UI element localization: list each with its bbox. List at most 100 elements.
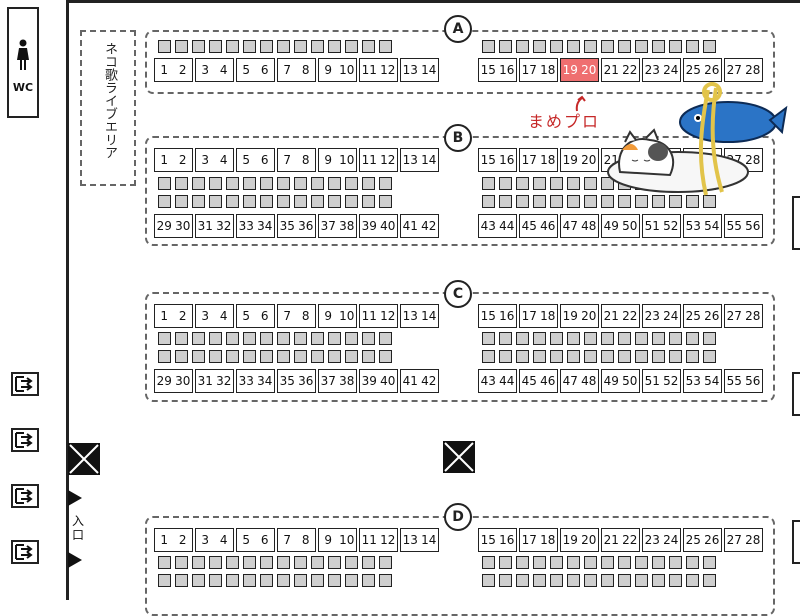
booth-number: 32 [216, 374, 232, 388]
chair [362, 40, 375, 53]
chair [192, 177, 205, 190]
chair [482, 195, 495, 208]
chair [686, 556, 699, 569]
chair [294, 177, 307, 190]
chair [260, 574, 273, 587]
booth-number: 12 [380, 153, 396, 167]
chair [158, 556, 171, 569]
chair [226, 574, 239, 587]
booth-number: 48 [581, 374, 597, 388]
chair [482, 40, 495, 53]
chair [601, 332, 614, 345]
chair [499, 332, 512, 345]
chair [652, 195, 665, 208]
booth-number: 16 [499, 153, 515, 167]
chair [379, 40, 392, 53]
chairs-c-right-2 [482, 350, 720, 363]
chair [294, 40, 307, 53]
chair [328, 40, 341, 53]
chair [158, 195, 171, 208]
chair [294, 332, 307, 345]
booth-number: 27 [726, 533, 742, 547]
chair [209, 195, 222, 208]
booth-number: 6 [260, 153, 269, 167]
pointer-arrow-icon [575, 95, 586, 112]
booth-number: 12 [380, 533, 396, 547]
chair [499, 350, 512, 363]
booth-number: 9 [324, 153, 333, 167]
chairs-d-right-1 [482, 556, 720, 569]
booth-number: 23 [644, 63, 660, 77]
chair [311, 350, 324, 363]
booth-number: 49 [603, 219, 619, 233]
booth-number: 8 [301, 63, 310, 77]
chair [328, 556, 341, 569]
chair [499, 556, 512, 569]
booth-number: 50 [622, 374, 638, 388]
chair [669, 556, 682, 569]
booth-number: 46 [540, 374, 556, 388]
chair [567, 556, 580, 569]
chair [516, 40, 529, 53]
chair [260, 332, 273, 345]
booth-number: 21 [603, 533, 619, 547]
chair [362, 574, 375, 587]
chairs-a-left [158, 40, 396, 53]
chair [601, 350, 614, 363]
chair [362, 350, 375, 363]
booth-number: 28 [745, 533, 761, 547]
chair [550, 177, 563, 190]
chair [686, 350, 699, 363]
chair [175, 350, 188, 363]
booth-number: 24 [663, 63, 679, 77]
booth-number: 22 [622, 309, 638, 323]
arrow-right-icon [68, 490, 82, 506]
booth-number: 5 [242, 153, 251, 167]
exit-sign-icon [11, 428, 39, 452]
booth-number: 12 [380, 309, 396, 323]
chair [192, 195, 205, 208]
booth-number: 14 [421, 309, 437, 323]
booth-number: 3 [201, 309, 210, 323]
booth-number: 29 [156, 374, 172, 388]
booth-number: 19 [561, 59, 580, 81]
right-edge-booth [792, 520, 800, 564]
neko-live-area: ネコ歌ライブエリア [80, 30, 136, 186]
chair [209, 556, 222, 569]
booth-number: 46 [540, 219, 556, 233]
chair [311, 332, 324, 345]
chair [584, 40, 597, 53]
chair [226, 195, 239, 208]
booth-number: 19 [562, 309, 578, 323]
chair [345, 350, 358, 363]
booth-number: 26 [704, 309, 720, 323]
booth-number: 1 [160, 533, 169, 547]
chair [209, 40, 222, 53]
booth-number: 14 [421, 63, 437, 77]
booth-number: 2 [178, 63, 187, 77]
chair [243, 40, 256, 53]
booth-number: 49 [603, 374, 619, 388]
chair [584, 332, 597, 345]
booth-number: 31 [197, 219, 213, 233]
booth-number: 17 [521, 153, 537, 167]
chair [601, 40, 614, 53]
chair [209, 574, 222, 587]
booth-number: 24 [663, 309, 679, 323]
chairs-c-left-2 [158, 350, 396, 363]
chair [584, 177, 597, 190]
chair [635, 350, 648, 363]
